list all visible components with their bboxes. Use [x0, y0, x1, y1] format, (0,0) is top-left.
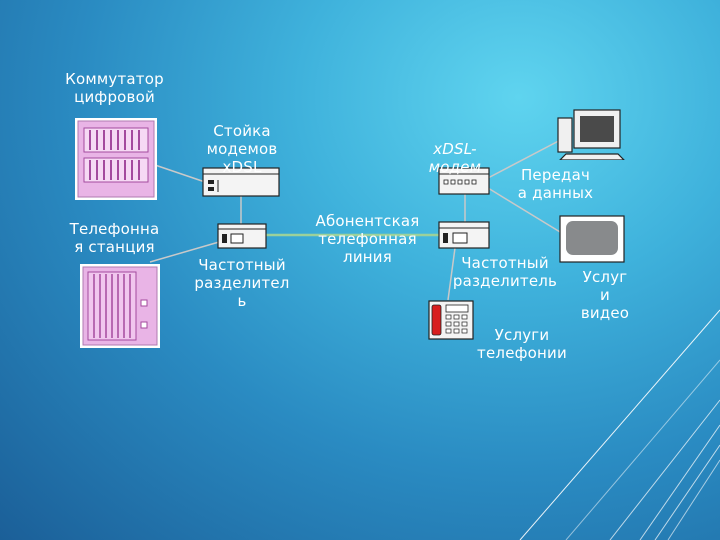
decorative-line — [639, 424, 720, 540]
subscriber-line-label: Абонентская телефонная линия — [315, 212, 420, 266]
splitter-left-label: Частотный разделител ь — [194, 256, 290, 310]
xdsl-modem-icon — [438, 167, 490, 195]
decorative-line — [667, 459, 720, 540]
tv-icon — [559, 215, 625, 263]
link-switch-rack — [154, 164, 206, 183]
digital-switch-label: Коммутатор цифровой — [65, 70, 164, 106]
splitter-right-icon — [438, 221, 490, 249]
telephone-station-icon — [80, 264, 160, 348]
link-splitter-phone — [447, 247, 456, 301]
xdsl-modem-label: xDSL- модем — [428, 140, 482, 176]
video-services-label: Услуг и видео — [580, 268, 630, 322]
telephone-icon — [428, 300, 474, 340]
link-modem-tv — [487, 187, 566, 236]
modem-rack-label: Стойка модемов xDSL — [206, 122, 278, 176]
splitter-right-label: Частотный разделитель — [452, 254, 558, 290]
decorative-line — [519, 309, 720, 540]
data-transfer-label: Передач а данных — [517, 166, 594, 202]
splitter-left-icon — [217, 223, 267, 249]
telephone-station-label: Телефонна я станция — [69, 220, 160, 256]
link-modem-computer — [487, 134, 571, 179]
digital-switch-icon — [75, 118, 157, 200]
telephony-services-label: Услуги телефонии — [477, 326, 567, 362]
decorative-line — [609, 399, 720, 540]
decorative-line — [654, 444, 720, 540]
decorative-line — [565, 359, 720, 540]
computer-icon — [557, 109, 625, 160]
link-station-splitter — [149, 241, 220, 263]
modem-rack-icon — [202, 167, 280, 197]
